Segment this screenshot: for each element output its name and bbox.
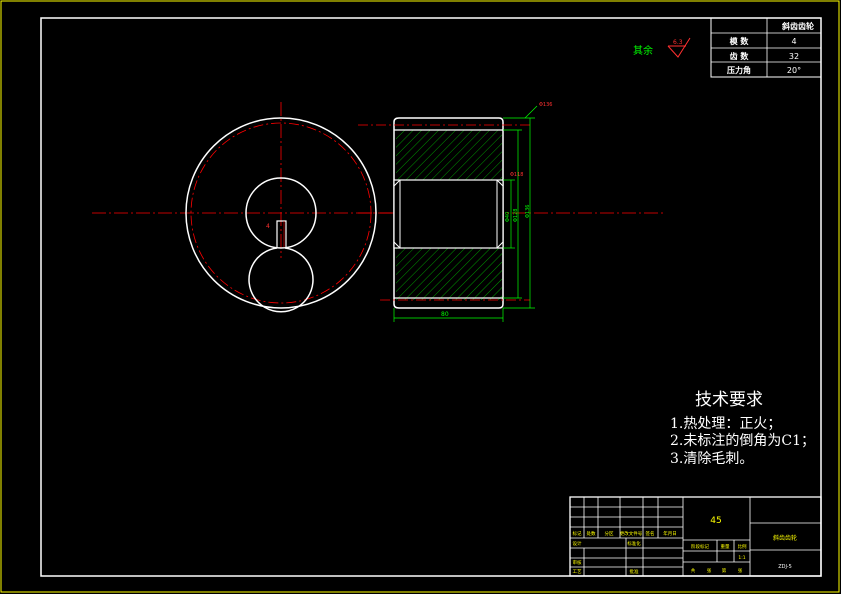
tb-material: 45 [710,516,721,526]
tb-sheet-unit-1: 张 [707,567,712,574]
roughness-value: 6.3 [673,39,683,46]
parameter-table: 斜齿齿轮 模 数 4 齿 数 32 压力角 20° [710,17,822,78]
tb-label-change-doc: 更改文件号 [620,530,643,537]
roughness-label: 其余 [633,44,653,57]
section-view [358,117,530,309]
hub-chamfer-circle [245,177,317,249]
param-label-module: 模 数 [730,36,750,46]
param-label-teeth: 齿 数 [730,51,750,61]
tech-req-item-3: 3.清除毛刺。 [670,451,753,467]
tb-label-standard: 标准化 [627,540,641,547]
dim-face: Φ128 [513,209,519,222]
tb-label-date: 年月日 [663,530,677,537]
dim-root: Φ118 [510,172,523,178]
pitch-circle [190,122,372,304]
dimensions [393,105,538,322]
param-value-pressure-angle: 20° [787,66,801,75]
bore-section [393,179,504,249]
surface-roughness-mark: 其余 6.3 [633,37,691,58]
tb-drawing-number: ZDJ-5 [778,564,792,570]
tb-label-process: 工艺 [573,569,582,575]
tb-sheet-unit-2: 张 [738,567,743,574]
tb-label-approve: 批准 [630,568,639,575]
tb-label-weight: 重量 [721,543,730,550]
tb-label-count: 处数 [587,530,596,537]
tb-sheet-num: 第 [722,567,727,574]
tb-label-mark: 标记 [573,530,582,537]
drawing-frame [40,17,822,577]
tb-label-stage: 阶段标记 [691,543,709,550]
param-value-module: 4 [791,37,796,46]
tech-req-item-1: 1.热处理：正火； [670,416,781,432]
title-block [569,496,822,577]
dim-bore: Φ40 [505,212,511,222]
tb-label-zone: 分区 [605,530,614,537]
hatch-top [396,130,502,180]
tb-part-name: 斜齿齿轮 [773,534,797,542]
tech-req-item-2: 2.未标注的倒角为C1； [670,433,815,449]
keyway-dimension: 4 [266,223,270,230]
dim-width: 80 [441,311,449,318]
gear-outline [393,117,504,309]
keyway-outline [276,220,287,248]
bore-circle [248,247,314,313]
param-label-pressure-angle: 压力角 [727,65,751,75]
tb-label-review: 审核 [573,559,582,566]
param-value-teeth: 32 [789,52,799,61]
tb-label-scale: 比例 [738,543,747,550]
hatch-bottom [396,248,502,300]
tb-label-design: 设计 [573,540,582,547]
dim-right: Φ136 [525,205,531,218]
tb-sheet-total: 共 [691,567,696,574]
tb-scale-value: 1:1 [738,555,745,561]
center-lines [92,102,665,258]
technical-requirements: 技术要求 1.热处理：正火； 2.未标注的倒角为C1； 3.清除毛刺。 [670,390,815,467]
tech-req-title: 技术要求 [695,390,763,410]
dim-tip-diameter: Φ136 [539,102,552,108]
front-view: 4 [185,117,377,313]
tip-circle [185,117,377,309]
param-table-header: 斜齿齿轮 [781,21,814,31]
tb-label-sign: 签名 [646,530,655,537]
